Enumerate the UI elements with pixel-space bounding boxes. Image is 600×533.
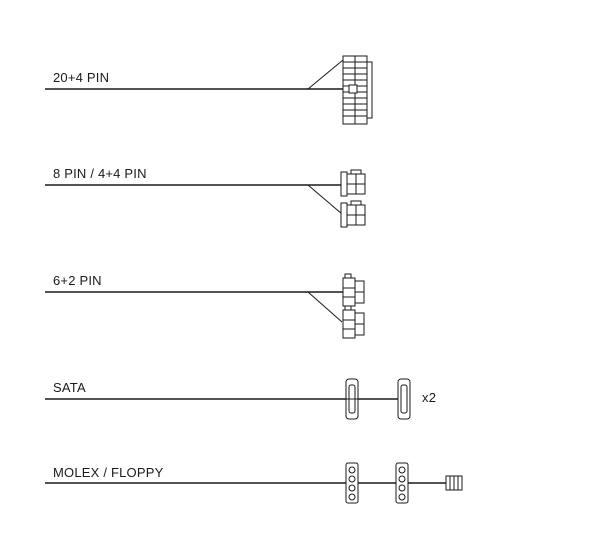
sata-multiplier: x2	[422, 390, 437, 405]
cable-label-atx: 20+4 PIN	[53, 70, 110, 85]
atx-24pin-cable	[45, 55, 373, 125]
eps-connector-lower	[340, 200, 366, 228]
eps-split-wire	[307, 184, 343, 215]
pcie-split-wire	[307, 291, 343, 323]
pcie-connector-upper	[342, 273, 365, 307]
cable-label-molex: MOLEX / FLOPPY	[53, 465, 164, 480]
cable-label-sata: SATA	[53, 380, 86, 395]
eps-connector-upper	[340, 169, 366, 197]
atx-connector	[342, 55, 373, 125]
sata-cable	[45, 378, 411, 420]
eps-8pin-cable	[45, 169, 366, 228]
molex-connector-2	[395, 462, 409, 504]
cable-label-pcie: 6+2 PIN	[53, 273, 102, 288]
cable-label-eps: 8 PIN / 4+4 PIN	[53, 166, 147, 181]
floppy-connector	[445, 475, 463, 491]
molex-connector-1	[345, 462, 359, 504]
pcie-cable	[45, 273, 365, 339]
pcie-connector-lower	[342, 305, 365, 339]
molex-cable	[45, 462, 463, 504]
atx-split-wire	[307, 59, 344, 90]
sata-connector-2	[397, 378, 411, 420]
sata-connector-1	[345, 378, 359, 420]
